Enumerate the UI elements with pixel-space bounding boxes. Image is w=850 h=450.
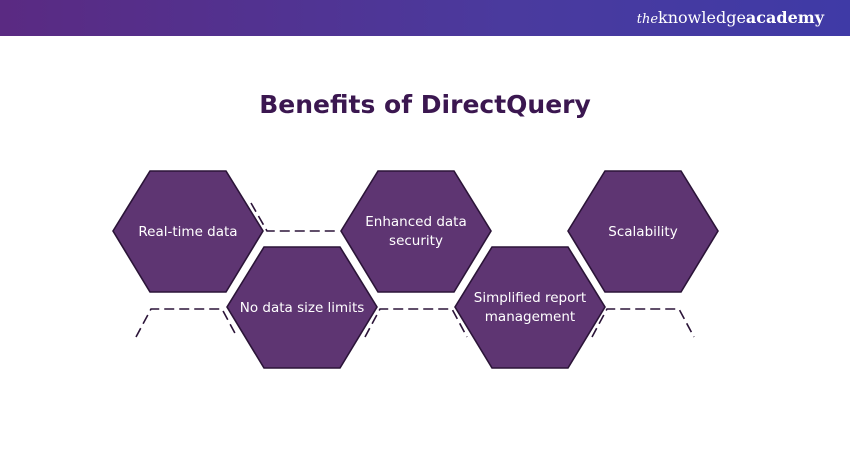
connectors [135, 202, 695, 338]
hexagon-enhanced-data-security: Enhanced data security [340, 170, 492, 293]
hexagon-no-data-size-limits: No data size limits [226, 246, 378, 369]
hexagon-label: Real-time data [138, 224, 237, 240]
hexagon-real-time-data: Real-time data [112, 170, 264, 293]
brand-suffix: academy [745, 8, 824, 27]
hexagon-shape [340, 170, 492, 293]
connector-2 [135, 308, 238, 338]
hexagon-shape [567, 170, 719, 293]
hexagon-scalability: Scalability [567, 170, 719, 293]
hexagon-label-line1: Simplified report [474, 290, 586, 306]
hexagon-label-line2: security [389, 233, 443, 249]
hexagon-simplified-report-management: Simplified report management [454, 246, 606, 369]
page-title: Benefits of DirectQuery [259, 90, 591, 119]
hexagon-label-line2: management [485, 309, 575, 325]
hexagon-label-line1: Enhanced data [365, 214, 466, 230]
connector-4 [591, 308, 695, 338]
hexagon-label: No data size limits [240, 300, 365, 316]
connector-1 [250, 202, 338, 232]
connector-3 [364, 308, 468, 338]
hexagon-shape [454, 246, 606, 369]
brand-prefix: the [636, 12, 659, 27]
brand-logo: theknowledgeacademy [637, 9, 824, 29]
brand-main: knowledge [658, 8, 746, 27]
hexagon-shape [112, 170, 264, 293]
hexagon-shape [226, 246, 378, 369]
header-bar: theknowledgeacademy [0, 0, 850, 36]
hexagon-label: Scalability [608, 224, 677, 240]
